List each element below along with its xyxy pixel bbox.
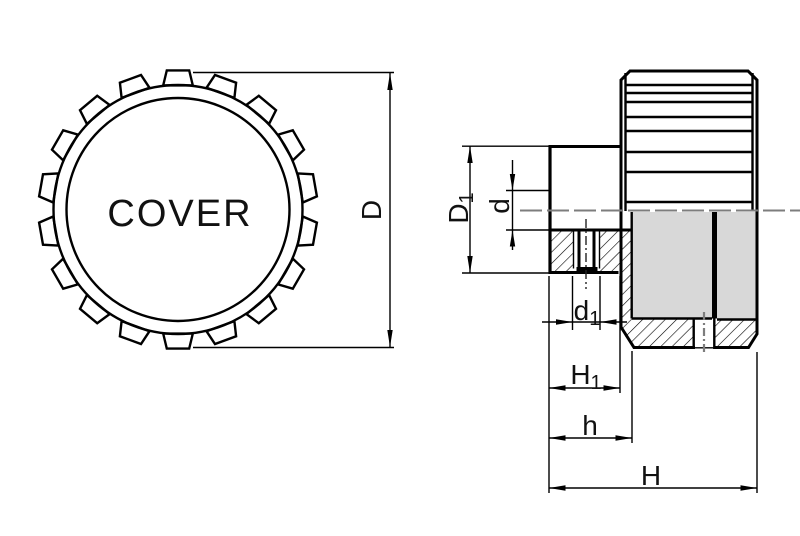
cylinder-shading-lines — [625, 83, 753, 204]
dim-H1: H1 — [548, 276, 621, 493]
boss-section-hatch-left — [549, 230, 574, 273]
dim-d: d — [484, 160, 549, 250]
cover-face-text: COVER — [107, 193, 252, 235]
front-view: COVER — [37, 69, 319, 350]
dim-label-H1: H1 — [570, 359, 601, 394]
dim-label-D: D — [356, 200, 387, 220]
cavity-surface-left — [632, 212, 712, 319]
face-inner-circle — [65, 96, 291, 323]
dim-label-h: h — [582, 410, 598, 441]
dim-d1: d1 — [542, 276, 627, 330]
dim-D1: D1 — [443, 145, 570, 274]
dim-D: D — [193, 71, 394, 349]
knurl-tooth — [161, 69, 195, 87]
knurl-tooth — [204, 73, 238, 100]
dim-label-d: d — [484, 198, 515, 214]
knurl-tooth — [118, 73, 152, 100]
cap-outline — [619, 69, 759, 349]
boss-section-hatch-right — [599, 230, 621, 273]
knurl-tooth — [118, 319, 152, 346]
cavity-rib-edge — [712, 212, 717, 319]
dim-D-arrow-top — [387, 73, 393, 90]
dim-D-arrow-bottom — [387, 330, 393, 347]
cap-flange-section-hatch — [714, 319, 756, 348]
tapped-hole — [572, 230, 601, 272]
dim-label-H: H — [641, 460, 661, 491]
dim-label-D1: D1 — [443, 192, 478, 223]
dim-label-d1: d1 — [574, 295, 601, 330]
knurl-base-circle — [52, 83, 304, 336]
dim-h: h — [549, 351, 633, 443]
knurl-tooth — [204, 319, 238, 346]
dim-H: H — [549, 352, 758, 493]
side-section-view — [520, 69, 800, 353]
cavity-surface-right — [717, 212, 756, 320]
knurl-tooth — [161, 332, 195, 350]
